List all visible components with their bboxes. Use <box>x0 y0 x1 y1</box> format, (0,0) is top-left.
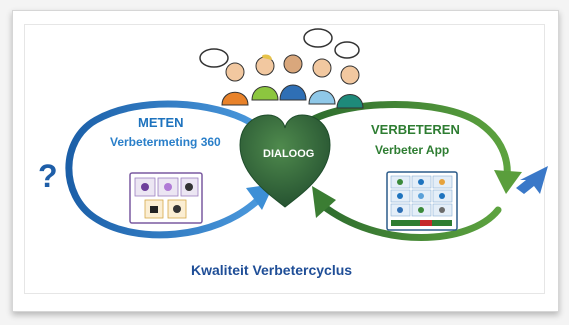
people-group-icon <box>199 28 364 109</box>
verbetermeting-app-thumbnail <box>129 172 203 224</box>
question-mark-icon: ? <box>38 158 58 194</box>
diagram-frame <box>24 24 545 294</box>
cycle-title: Kwaliteit Verbetercyclus <box>191 262 353 278</box>
meten-subtitle: Verbetermeting 360 <box>110 135 221 149</box>
verbeteren-subtitle: Verbeter App <box>375 143 450 157</box>
meten-title: METEN <box>138 115 184 130</box>
arrow-up-right-icon <box>516 166 548 194</box>
dialoog-label: DIALOOG <box>263 148 315 160</box>
dialoog-heart <box>239 114 331 208</box>
verbeteren-title: VERBETEREN <box>371 122 460 137</box>
verbeter-app-thumbnail <box>386 171 458 231</box>
right-loop-arrow <box>308 101 522 241</box>
